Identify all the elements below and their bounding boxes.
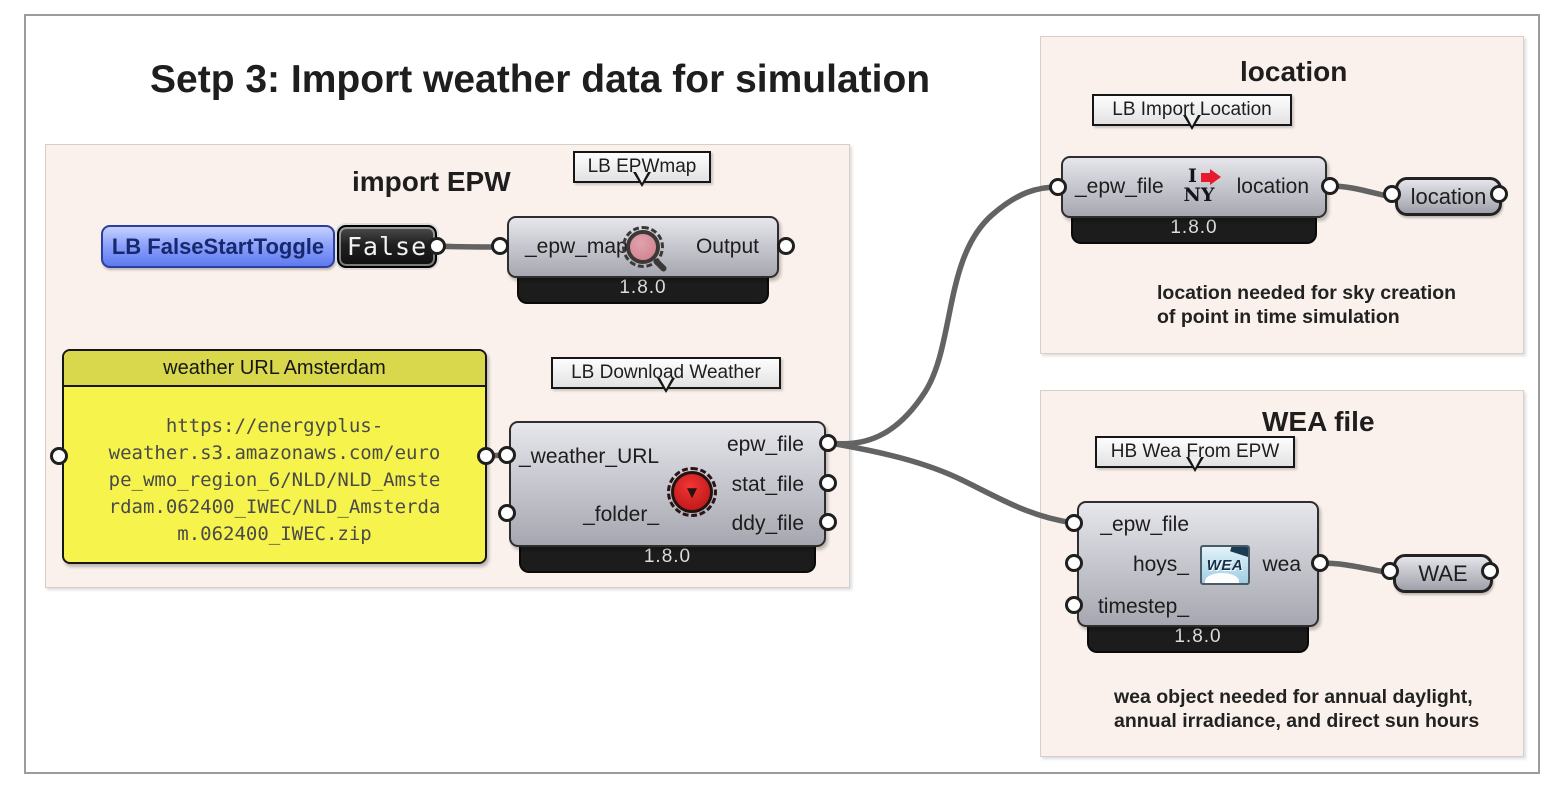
port-hoys-input: hoys_ <box>1132 553 1189 576</box>
component-lb-import-location[interactable]: _epw_file I NY location 1.8.0 <box>1061 156 1327 244</box>
component-hb-wea-from-epw[interactable]: _epw_file hoys_ timestep_ WEA wea 1.8.0 <box>1077 501 1319 653</box>
component-lb-epwmap[interactable]: _epw_map Output 1.8.0 <box>507 216 779 304</box>
hook-param-location-output[interactable] <box>1490 185 1508 203</box>
version-badge-wea-from-epw: 1.8.0 <box>1087 620 1309 653</box>
component-lb-download-weather[interactable]: _weather_URL _folder_ epw_file stat_file… <box>509 421 826 573</box>
caption-location: location needed for sky creation of poin… <box>1157 282 1457 328</box>
hook-epwmap-input[interactable] <box>491 237 509 255</box>
caption-wea: wea object needed for annual daylight, a… <box>1114 686 1480 732</box>
hook-toggle-output[interactable] <box>428 237 446 255</box>
param-wae-label: WAE <box>1418 560 1468 586</box>
hook-wea-epw-file-input[interactable] <box>1065 514 1083 532</box>
i-ny-icon: I NY <box>1183 165 1221 206</box>
port-epw-file-input: _epw_file <box>1100 513 1189 536</box>
panel-header: weather URL Amsterdam <box>64 351 485 387</box>
port-epw-map-input: _epw_map <box>525 235 628 258</box>
hook-import-location-input[interactable] <box>1049 178 1067 196</box>
nametag-hb-wea-from-epw: HB Wea From EPW <box>1095 436 1295 468</box>
hook-folder-input[interactable] <box>498 504 516 522</box>
panel-line: weather.s3.amazonaws.com/euro <box>108 442 441 464</box>
port-timestep-input: timestep_ <box>1097 595 1189 618</box>
hook-panel-input[interactable] <box>50 447 68 465</box>
wea-badge-icon: WEA <box>1200 545 1250 585</box>
wire-epwfile-to-wea[interactable] <box>827 440 1077 526</box>
hook-stat-file-output[interactable] <box>819 474 837 492</box>
panel-line: pe_wmo_region_6/NLD/NLD_Amste <box>108 469 441 491</box>
nametag-lb-epwmap: LB EPWmap <box>573 151 711 183</box>
group-label-location: location <box>1240 56 1348 87</box>
group-label-import-epw: import EPW <box>352 166 511 197</box>
nametag-lb-download-weather: LB Download Weather <box>551 357 781 389</box>
port-epw-file-output: epw_file <box>726 433 804 456</box>
hook-import-location-output[interactable] <box>1321 177 1339 195</box>
port-folder-input: _folder_ <box>583 503 659 526</box>
hook-weather-url-input[interactable] <box>498 446 516 464</box>
hook-param-location-input[interactable] <box>1383 185 1401 203</box>
hook-timestep-input[interactable] <box>1065 596 1083 614</box>
hook-epw-file-output[interactable] <box>819 434 837 452</box>
port-ddy-file-output: ddy_file <box>731 512 804 535</box>
port-weather-url-input: _weather_URL <box>519 445 660 468</box>
page-title: Setp 3: Import weather data for simulati… <box>150 58 931 101</box>
toggle-name-plate: LB FalseStartToggle <box>101 225 335 268</box>
red-arrow-icon <box>1200 168 1221 185</box>
panel-body[interactable]: https://energyplus- weather.s3.amazonaws… <box>64 387 485 548</box>
ladybug-download-icon <box>667 467 717 517</box>
param-wae[interactable]: WAE <box>1393 554 1493 593</box>
hook-epwmap-output[interactable] <box>777 237 795 255</box>
hook-panel-output[interactable] <box>477 447 495 465</box>
port-wea-output: wea <box>1262 553 1301 576</box>
hook-ddy-file-output[interactable] <box>819 513 837 531</box>
param-location[interactable]: location <box>1395 177 1502 216</box>
hook-wea-output[interactable] <box>1311 554 1329 572</box>
magnifier-icon <box>622 226 664 268</box>
false-start-toggle[interactable]: LB FalseStartToggle False <box>101 225 437 268</box>
nametag-lb-import-location: LB Import Location <box>1092 94 1292 126</box>
port-epw-file-input: _epw_file <box>1075 175 1164 198</box>
panel-line: https://energyplus- <box>165 415 384 437</box>
port-stat-file-output: stat_file <box>731 473 804 496</box>
panel-line: rdam.062400_IWEC/NLD_Amsterda <box>108 496 441 518</box>
hook-hoys-input[interactable] <box>1065 554 1083 572</box>
group-label-wea-file: WEA file <box>1262 406 1375 437</box>
panel-line: m.062400_IWEC.zip <box>177 523 372 545</box>
panel-weather-url[interactable]: weather URL Amsterdam https://energyplus… <box>62 349 487 564</box>
toggle-value-button[interactable]: False <box>337 225 437 268</box>
port-epwmap-output: Output <box>695 235 759 258</box>
wire-epwfile-to-import-location[interactable] <box>827 184 1061 447</box>
hook-param-wae-output[interactable] <box>1481 562 1499 580</box>
hook-param-wae-input[interactable] <box>1381 562 1399 580</box>
port-location-output: location <box>1236 175 1309 198</box>
param-location-label: location <box>1410 183 1487 209</box>
